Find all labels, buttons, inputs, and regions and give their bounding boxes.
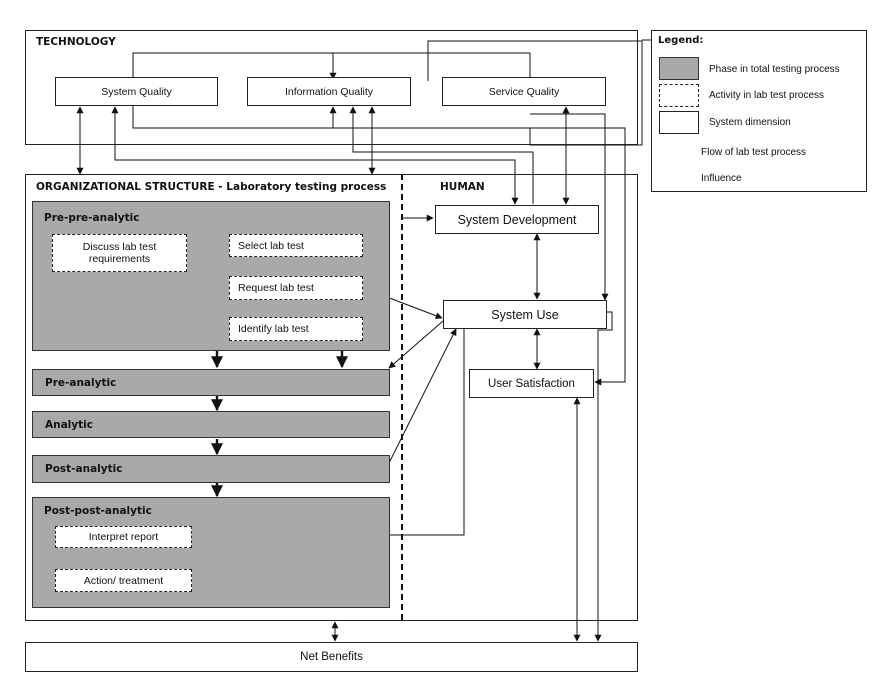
post-post-analytic-label: Post-post-analytic bbox=[44, 505, 152, 517]
net-benefits-box: Net Benefits bbox=[25, 642, 638, 672]
service-quality-box: Service Quality bbox=[442, 77, 606, 106]
legend-phase-swatch bbox=[659, 57, 699, 80]
post-analytic-to-system-use bbox=[388, 328, 457, 464]
legend-title: Legend: bbox=[658, 35, 704, 46]
human-title: HUMAN bbox=[440, 181, 485, 193]
legend-dimension-swatch bbox=[659, 111, 699, 134]
service-quality-loop-right bbox=[530, 127, 626, 386]
user-satisfaction-box: User Satisfaction bbox=[469, 369, 594, 398]
system-use-box: System Use bbox=[443, 300, 607, 329]
organization-panel bbox=[25, 174, 638, 621]
top-loop-connector bbox=[427, 40, 643, 146]
information-quality-to-development bbox=[349, 106, 534, 204]
tech-loop-connector bbox=[132, 52, 531, 80]
select-lab-test-activity: Select lab test bbox=[229, 234, 363, 257]
legend-phase-label: Phase in total testing process bbox=[709, 64, 840, 75]
system-use-to-pre-analytic bbox=[388, 320, 444, 369]
system-quality-box: System Quality bbox=[55, 77, 218, 106]
request-lab-test-activity: Request lab test bbox=[229, 276, 363, 300]
action-treatment-activity: Action/ treatment bbox=[55, 569, 192, 592]
identify-lab-test-activity: Identify lab test bbox=[229, 317, 363, 341]
legend-activity-swatch bbox=[659, 84, 699, 107]
information-quality-box: Information Quality bbox=[247, 77, 411, 106]
interpret-report-activity: Interpret report bbox=[55, 526, 192, 548]
legend-flow-label: Flow of lab test process bbox=[701, 147, 807, 158]
system-use-net-benefits-link bbox=[594, 311, 613, 642]
legend-activity-label: Activity in lab test process bbox=[709, 90, 825, 101]
post-analytic-phase: Post-analytic bbox=[32, 455, 390, 483]
legend-dimension-label: System dimension bbox=[709, 117, 791, 128]
analytic-phase: Analytic bbox=[32, 411, 390, 438]
pre-pre-analytic-label: Pre-pre-analytic bbox=[44, 212, 140, 224]
discuss-requirements-activity: Discuss lab test requirements bbox=[52, 234, 187, 272]
technology-title: TECHNOLOGY bbox=[36, 36, 116, 48]
service-quality-to-system-use bbox=[530, 113, 609, 301]
organization-title: ORGANIZATIONAL STRUCTURE - Laboratory te… bbox=[36, 181, 387, 193]
system-development-box: System Development bbox=[435, 205, 599, 234]
legend-influence-label: Influence bbox=[701, 173, 742, 184]
system-quality-to-development bbox=[111, 106, 519, 205]
pre-analytic-phase: Pre-analytic bbox=[32, 369, 390, 396]
technology-panel bbox=[25, 30, 638, 145]
